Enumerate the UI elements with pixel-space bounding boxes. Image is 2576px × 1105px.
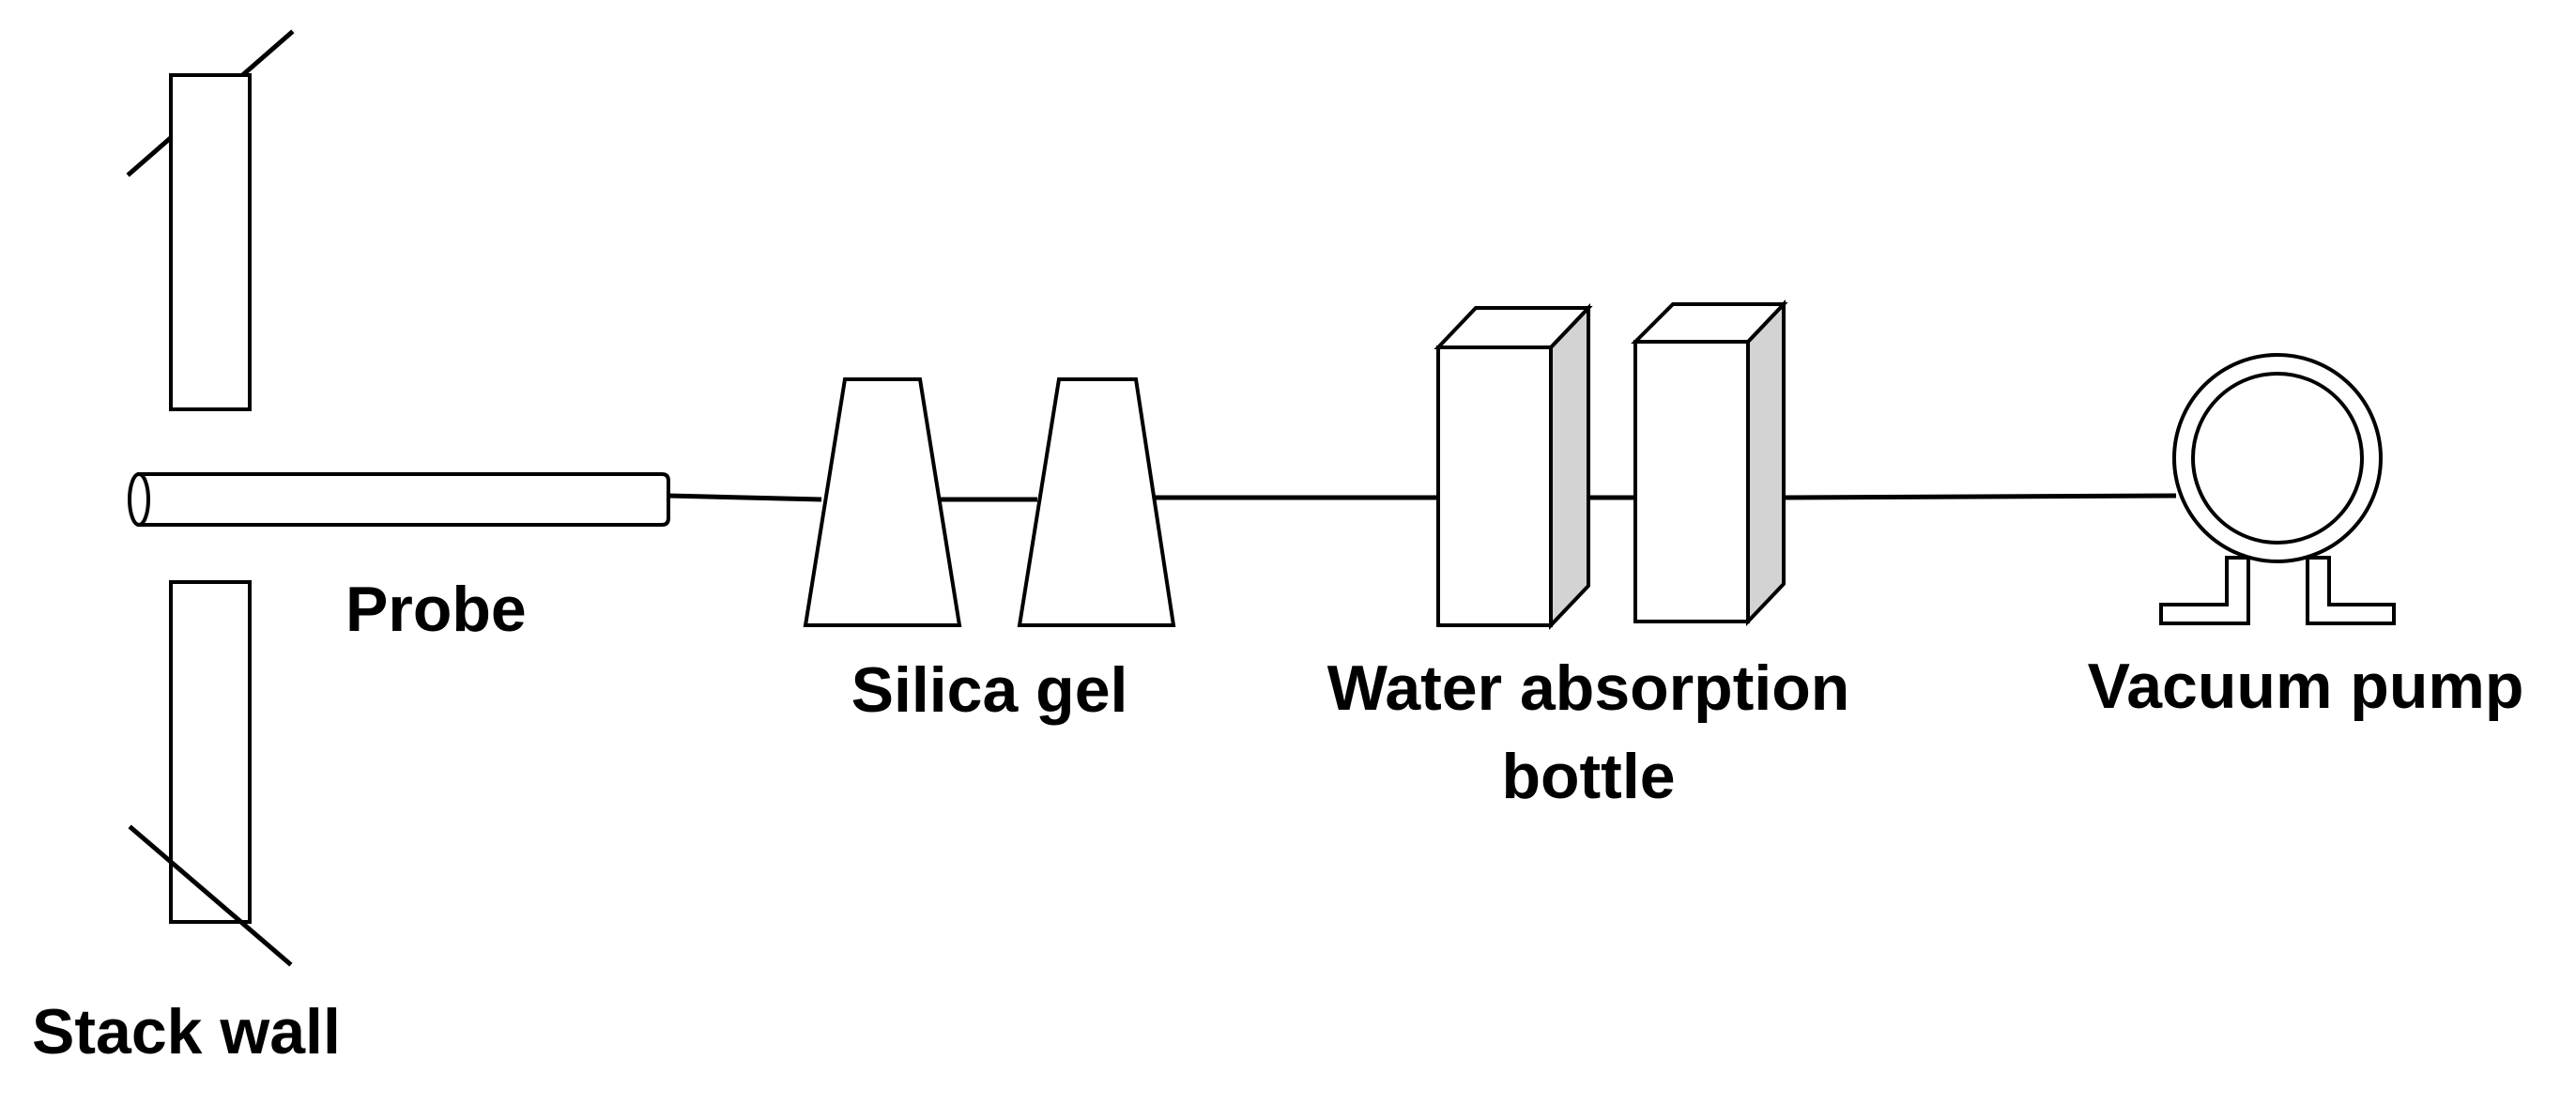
- vacuum-pump: [2159, 353, 2396, 625]
- water-absorption-bottle-label-line1: Water absorption: [1327, 652, 1850, 724]
- vacuum-pump-label: Vacuum pump: [2088, 651, 2524, 722]
- water-absorption-bottle-2: [1631, 299, 1788, 627]
- water-absorption-bottle-1: [1434, 303, 1593, 630]
- sample-line: [667, 493, 2177, 502]
- stack-wall-lower: [128, 580, 293, 967]
- probe: [128, 472, 670, 527]
- silica-gel-container-2: [1017, 377, 1176, 627]
- stack-wall-label: Stack wall: [32, 996, 341, 1067]
- silica-gel-label: Silica gel: [851, 654, 1128, 726]
- stack-wall-upper: [126, 29, 295, 411]
- water-absorption-bottle-label-line2: bottle: [1501, 741, 1675, 812]
- silica-gel-container-1: [803, 377, 962, 627]
- probe-label: Probe: [345, 574, 527, 645]
